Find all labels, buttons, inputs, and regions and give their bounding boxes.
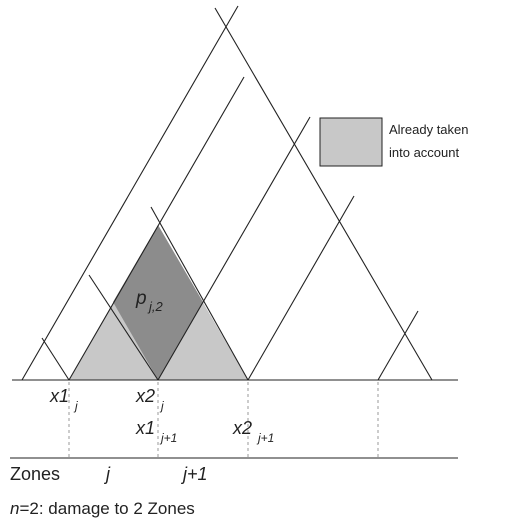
zones-label: Zones	[10, 464, 60, 484]
label-x2-j: x2	[135, 386, 155, 406]
caption-n: n	[10, 499, 19, 518]
zone-j1-label: j+1	[180, 464, 208, 484]
dashed-guides	[68, 382, 379, 458]
label-x2-j1-sub: j+1	[256, 431, 274, 445]
label-x1-j: x1	[49, 386, 69, 406]
caption-rest: =2: damage to 2 Zones	[19, 499, 194, 518]
caption: n=2: damage to 2 Zones	[10, 499, 195, 518]
region-label-sub: j,2	[147, 299, 164, 314]
label-x2-j-sub: j	[159, 399, 164, 413]
region-label-p: p	[135, 288, 147, 309]
descending-lines	[41, 7, 433, 381]
legend-text-line2: into account	[389, 145, 459, 160]
legend-text-line1: Already taken	[389, 122, 469, 137]
label-x2-j1: x2	[232, 418, 252, 438]
label-x1-j1: x1	[135, 418, 155, 438]
dark-region-p-j2	[113, 225, 203, 380]
legend-swatch	[319, 117, 383, 167]
label-x1-j1-sub: j+1	[159, 431, 177, 445]
label-x1-j-sub: j	[73, 399, 78, 413]
ascending-lines	[21, 5, 419, 381]
zone-j-label: j	[103, 464, 111, 484]
